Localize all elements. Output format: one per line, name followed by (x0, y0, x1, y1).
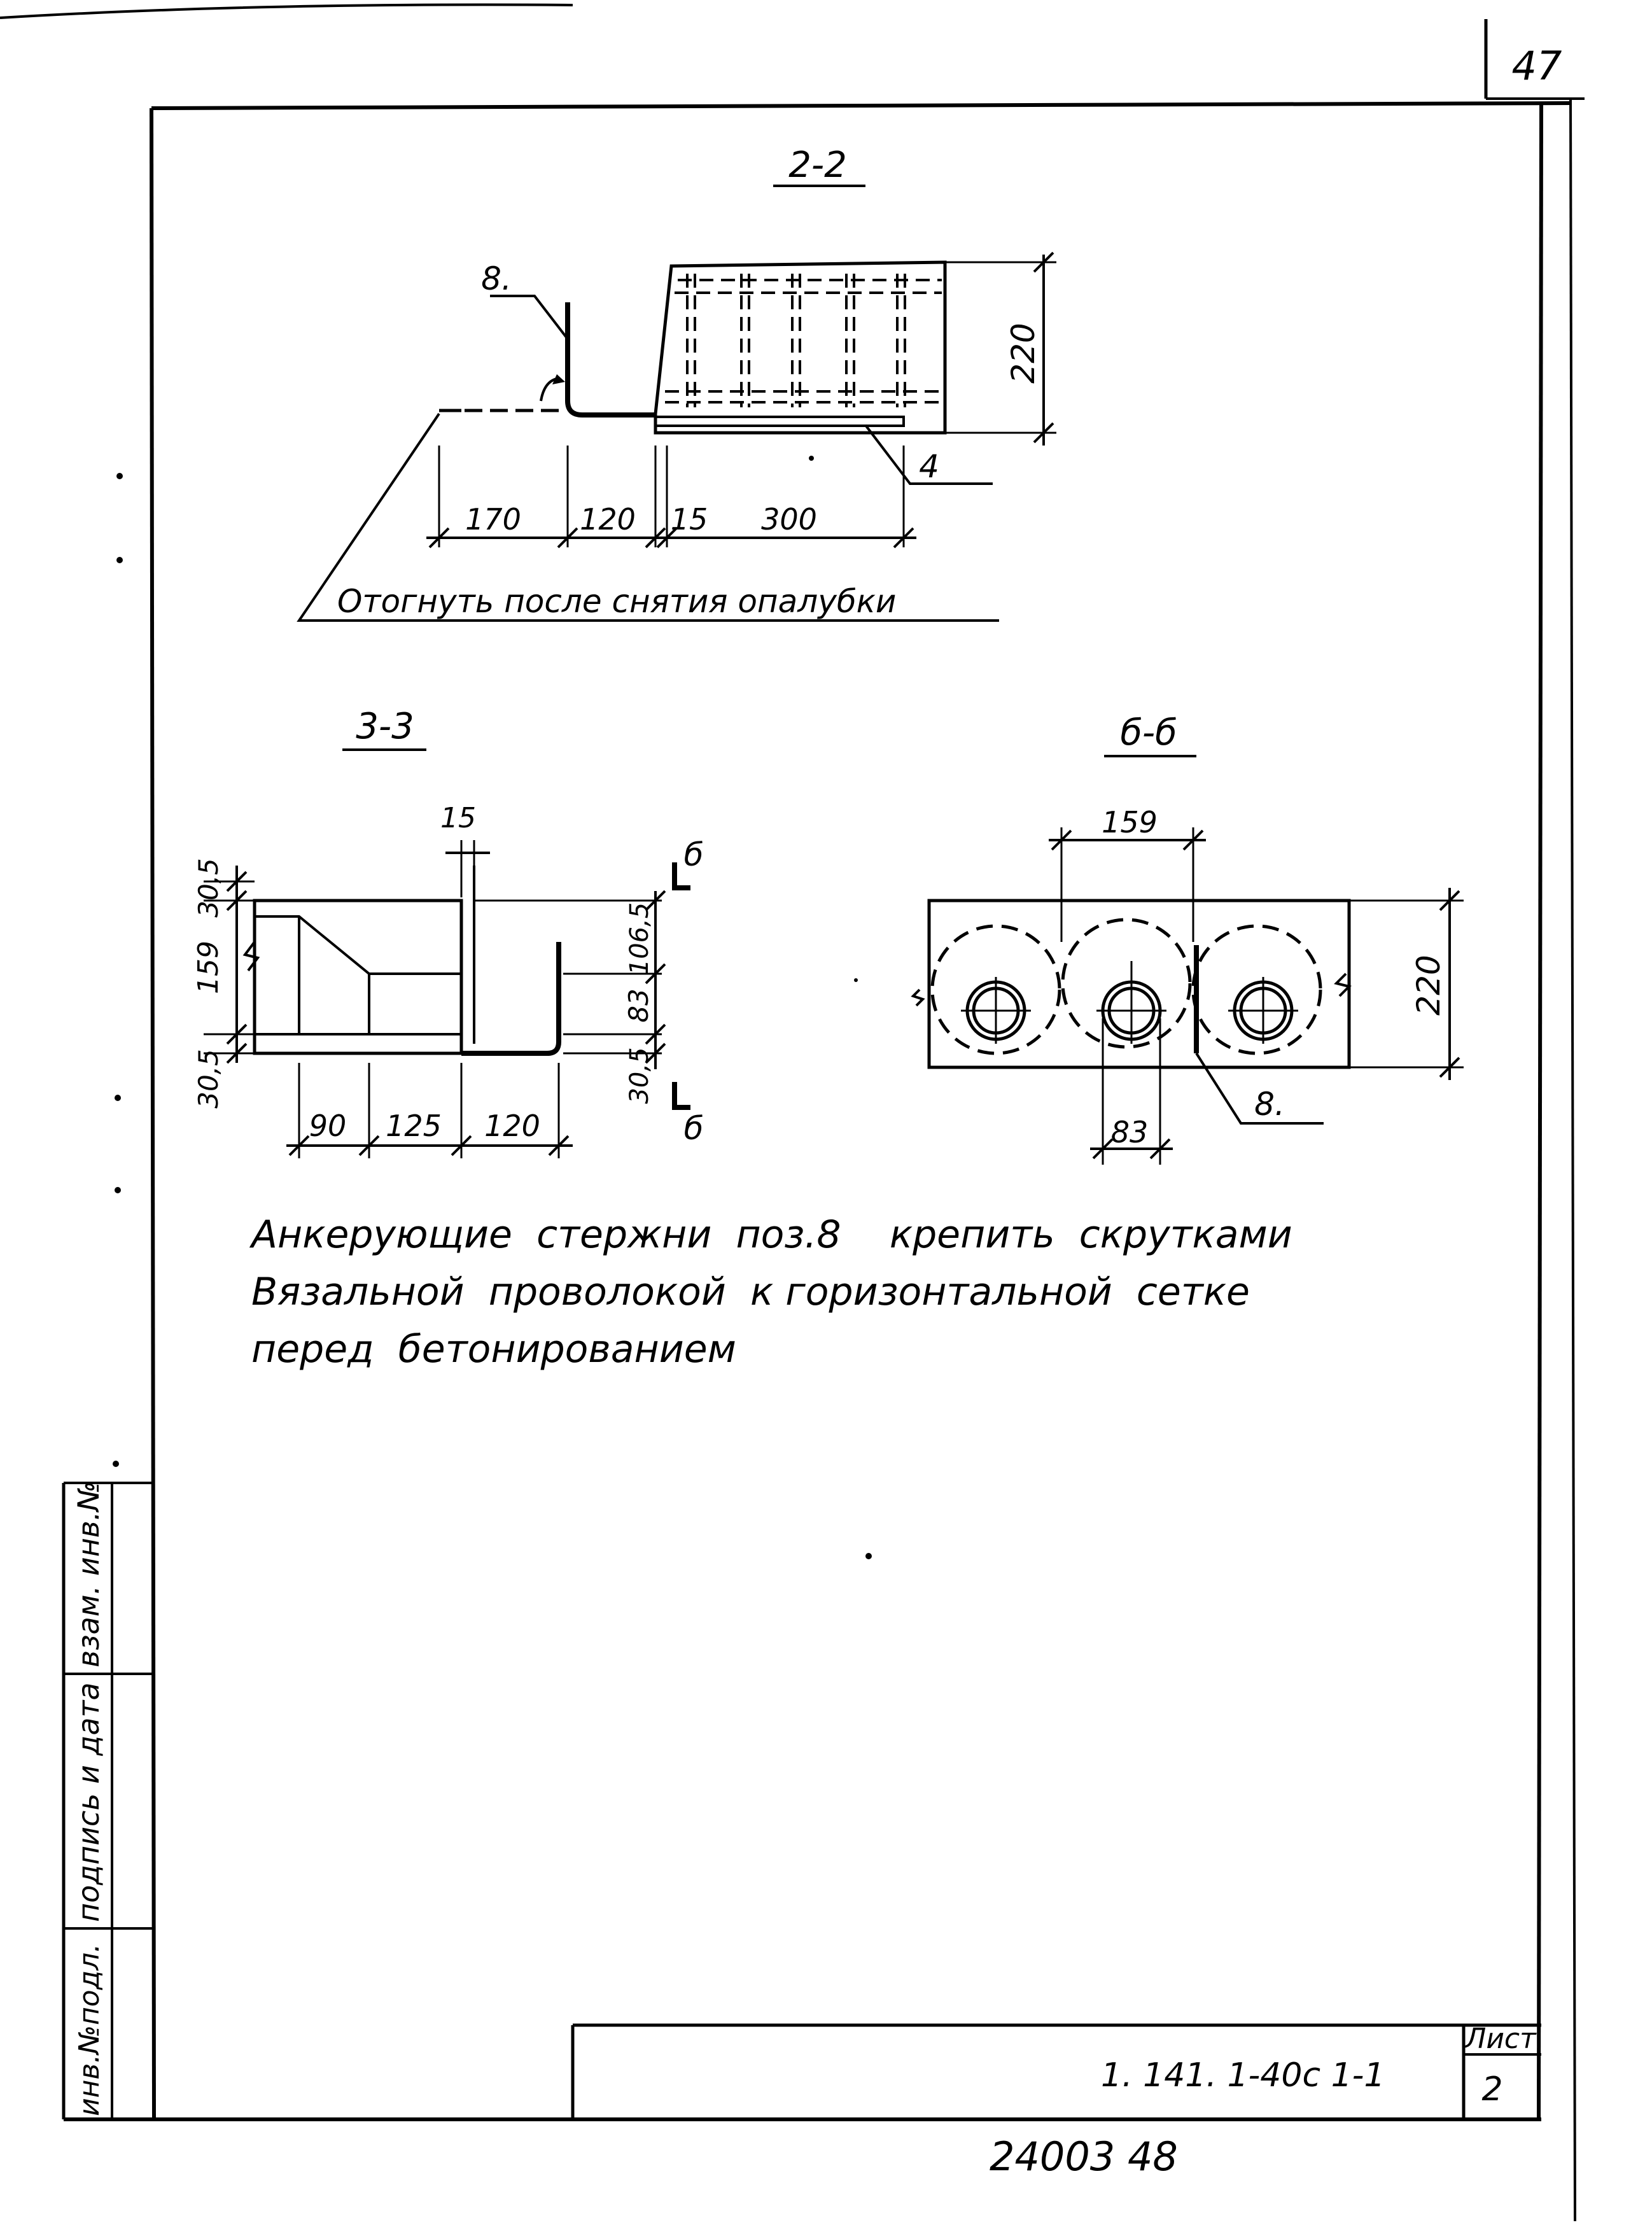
pos-8-label-2-2: 8. (481, 260, 512, 297)
dim-159-b-b: 159 (1102, 805, 1158, 839)
frame (64, 98, 1576, 2222)
section-3-3: 3-3 15 30,5 159 3 (192, 706, 703, 1158)
section-b-b-title: б-б (1120, 712, 1177, 754)
pos-4-label: 4 (919, 448, 939, 485)
stamp-podpis-data: подпись и дата (71, 1682, 106, 1922)
bend-note: Отогнуть после снятия опалубки (337, 583, 896, 620)
archive-number: 24003 48 (990, 2133, 1178, 2180)
note-line-3: перед бетонированием (251, 1327, 736, 1372)
title-block: Лист 2 1. 141. 1-40с 1-1 (571, 2023, 1541, 2119)
document-code: 1. 141. 1-40с 1-1 (1101, 2056, 1385, 2095)
page-number-box: 47 (1484, 19, 1585, 100)
side-stamp: взам. инв.№ подпись и дата инв.№подл. (62, 1481, 153, 2119)
dim-120-3-3: 120 (484, 1109, 540, 1143)
dim-159-3-3: 159 (192, 941, 225, 994)
cut-label-bottom: б (684, 1110, 704, 1147)
dim-120-2-2: 120 (580, 502, 636, 537)
dim-83-3-3: 83 (623, 988, 654, 1022)
dim-170: 170 (465, 502, 521, 537)
section-2-2: 2-2 8. (297, 144, 1056, 622)
scan-dots (113, 456, 872, 1559)
list-number: 2 (1481, 2070, 1502, 2109)
dim-220-b-b: 220 (1410, 955, 1447, 1015)
block-3-3 (253, 899, 463, 1055)
general-note: Анкерующие стержни поз.8 крепить скрутка… (249, 1212, 1292, 1372)
dim-30-5-right: 30,5 (625, 1047, 654, 1104)
section-2-2-title: 2-2 (788, 144, 846, 186)
dim-106-5: 106,5 (625, 902, 654, 976)
dim-83-b-b: 83 (1111, 1115, 1149, 1149)
section-3-3-title: 3-3 (356, 706, 414, 747)
dim-30-5-top-left: 30,5 (193, 858, 224, 918)
scan-top-edge (0, 3, 573, 19)
slab-b-b (927, 899, 1351, 1069)
dim-300: 300 (761, 502, 817, 537)
pos-8-label-b-b: 8. (1254, 1086, 1285, 1123)
dim-30-5-bottom-left: 30,5 (193, 1049, 224, 1109)
dim-90: 90 (309, 1109, 347, 1143)
dim-15-2-2: 15 (671, 502, 708, 537)
note-line-2: Вязальной проволокой к горизонтальной се… (251, 1270, 1250, 1314)
stamp-vzam-inv: взам. инв.№ (71, 1481, 106, 1667)
dim-15-3-3: 15 (440, 802, 476, 834)
dim-220-2-2: 220 (1005, 323, 1042, 383)
cut-label-top: б (684, 836, 704, 873)
note-line-1: Анкерующие стержни поз.8 крепить скрутка… (249, 1212, 1292, 1257)
stamp-inv-podl: инв.№подл. (73, 1944, 106, 2116)
list-label: Лист (1464, 2023, 1537, 2055)
dim-125: 125 (386, 1109, 442, 1143)
page-number: 47 (1512, 43, 1562, 89)
block-outline (654, 260, 947, 435)
section-b-b: б-б 8. (911, 712, 1464, 1165)
